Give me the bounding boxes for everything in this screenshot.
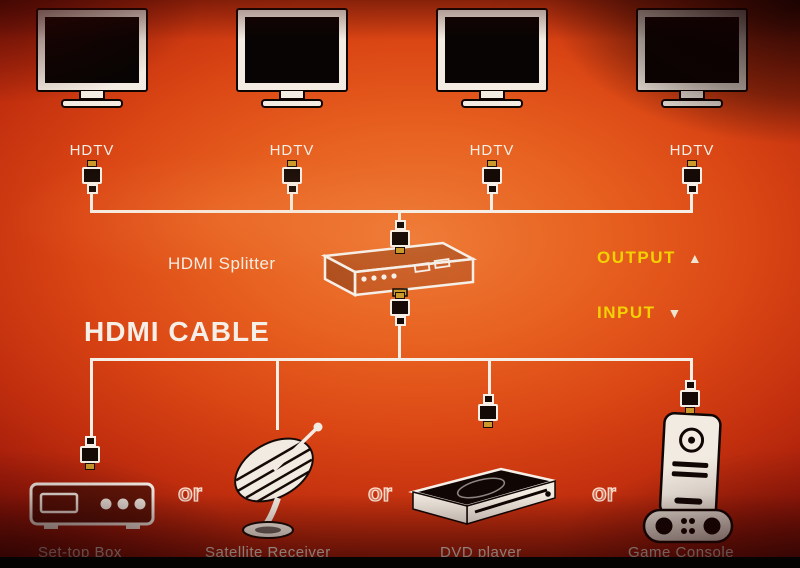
cable-line bbox=[90, 360, 93, 440]
connector-cable bbox=[286, 184, 298, 194]
hdtv-label: HDTV bbox=[269, 142, 315, 159]
hdmi-connector-icon bbox=[82, 160, 102, 194]
tv-screen bbox=[645, 17, 739, 83]
tv-icon bbox=[236, 8, 348, 92]
cable-line bbox=[90, 358, 693, 361]
connector-tip bbox=[687, 160, 697, 167]
hdtv-1: HDTV bbox=[32, 8, 152, 159]
tv-stand-base bbox=[661, 99, 723, 108]
splitter-label: HDMI Splitter bbox=[168, 254, 276, 273]
output-label: OUTPUT bbox=[597, 248, 676, 267]
connector-cable bbox=[394, 220, 406, 230]
connector-cable bbox=[84, 436, 96, 446]
tv-screen bbox=[445, 17, 539, 83]
cable-line bbox=[398, 326, 401, 360]
cable-line bbox=[488, 360, 491, 398]
tv-stand-base bbox=[261, 99, 323, 108]
tv-icon bbox=[436, 8, 548, 92]
connector-body bbox=[482, 167, 502, 184]
or-label-2: or bbox=[367, 479, 392, 507]
game-console-icon bbox=[642, 411, 734, 544]
satellite-dish-icon bbox=[234, 422, 323, 539]
connector-cable bbox=[482, 394, 494, 404]
hdmi-connector-icon bbox=[482, 160, 502, 194]
tv-screen bbox=[45, 17, 139, 83]
connector-tip bbox=[395, 247, 405, 254]
tv-icon bbox=[36, 8, 148, 92]
hdmi-connector-icon bbox=[682, 160, 702, 194]
hdmi-connector-icon bbox=[680, 380, 700, 414]
connector-tip bbox=[685, 407, 695, 414]
tv-stand-base bbox=[461, 99, 523, 108]
connector-body bbox=[390, 230, 410, 247]
connector-body bbox=[680, 390, 700, 407]
tv-screen bbox=[245, 17, 339, 83]
up-arrow-icon: ▲ bbox=[687, 250, 702, 266]
connector-body bbox=[682, 167, 702, 184]
hdtv-2: HDTV bbox=[232, 8, 352, 159]
connector-cable bbox=[86, 184, 98, 194]
connector-tip bbox=[483, 421, 493, 428]
hdtv-4: HDTV bbox=[632, 8, 752, 159]
connector-cable bbox=[686, 184, 698, 194]
set-top-box-icon bbox=[29, 482, 155, 529]
hdmi-connector-icon bbox=[390, 220, 410, 254]
hdmi-connector-icon bbox=[390, 292, 410, 326]
connector-cable bbox=[684, 380, 696, 390]
hdtv-label: HDTV bbox=[669, 142, 715, 159]
or-label-1: or bbox=[177, 479, 202, 507]
connector-cable bbox=[486, 184, 498, 194]
connector-tip bbox=[85, 463, 95, 470]
dvd-player-icon bbox=[408, 467, 556, 526]
connector-body bbox=[80, 446, 100, 463]
hdmi-cable-label: HDMI CABLE bbox=[84, 316, 270, 347]
connector-body bbox=[82, 167, 102, 184]
connector-tip bbox=[487, 160, 497, 167]
connector-body bbox=[390, 299, 410, 316]
connector-cable bbox=[394, 316, 406, 326]
input-row: INPUT ▼ bbox=[597, 303, 681, 323]
tv-icon bbox=[636, 8, 748, 92]
hdtv-label: HDTV bbox=[469, 142, 515, 159]
connector-body bbox=[282, 167, 302, 184]
output-row: OUTPUT ▲ bbox=[597, 248, 702, 268]
connector-tip bbox=[87, 160, 97, 167]
hdmi-connector-icon bbox=[282, 160, 302, 194]
or-label-3: or bbox=[591, 479, 616, 507]
tv-stand-base bbox=[61, 99, 123, 108]
cable-line bbox=[90, 210, 693, 213]
down-arrow-icon: ▼ bbox=[667, 305, 682, 321]
hdmi-connector-icon bbox=[80, 436, 100, 470]
hdtv-3: HDTV bbox=[432, 8, 552, 159]
hdtv-label: HDTV bbox=[69, 142, 115, 159]
connector-tip bbox=[395, 292, 405, 299]
connector-body bbox=[478, 404, 498, 421]
package-bottom-edge bbox=[0, 557, 800, 568]
hdmi-connector-icon bbox=[478, 394, 498, 428]
connector-tip bbox=[287, 160, 297, 167]
input-label: INPUT bbox=[597, 303, 656, 322]
